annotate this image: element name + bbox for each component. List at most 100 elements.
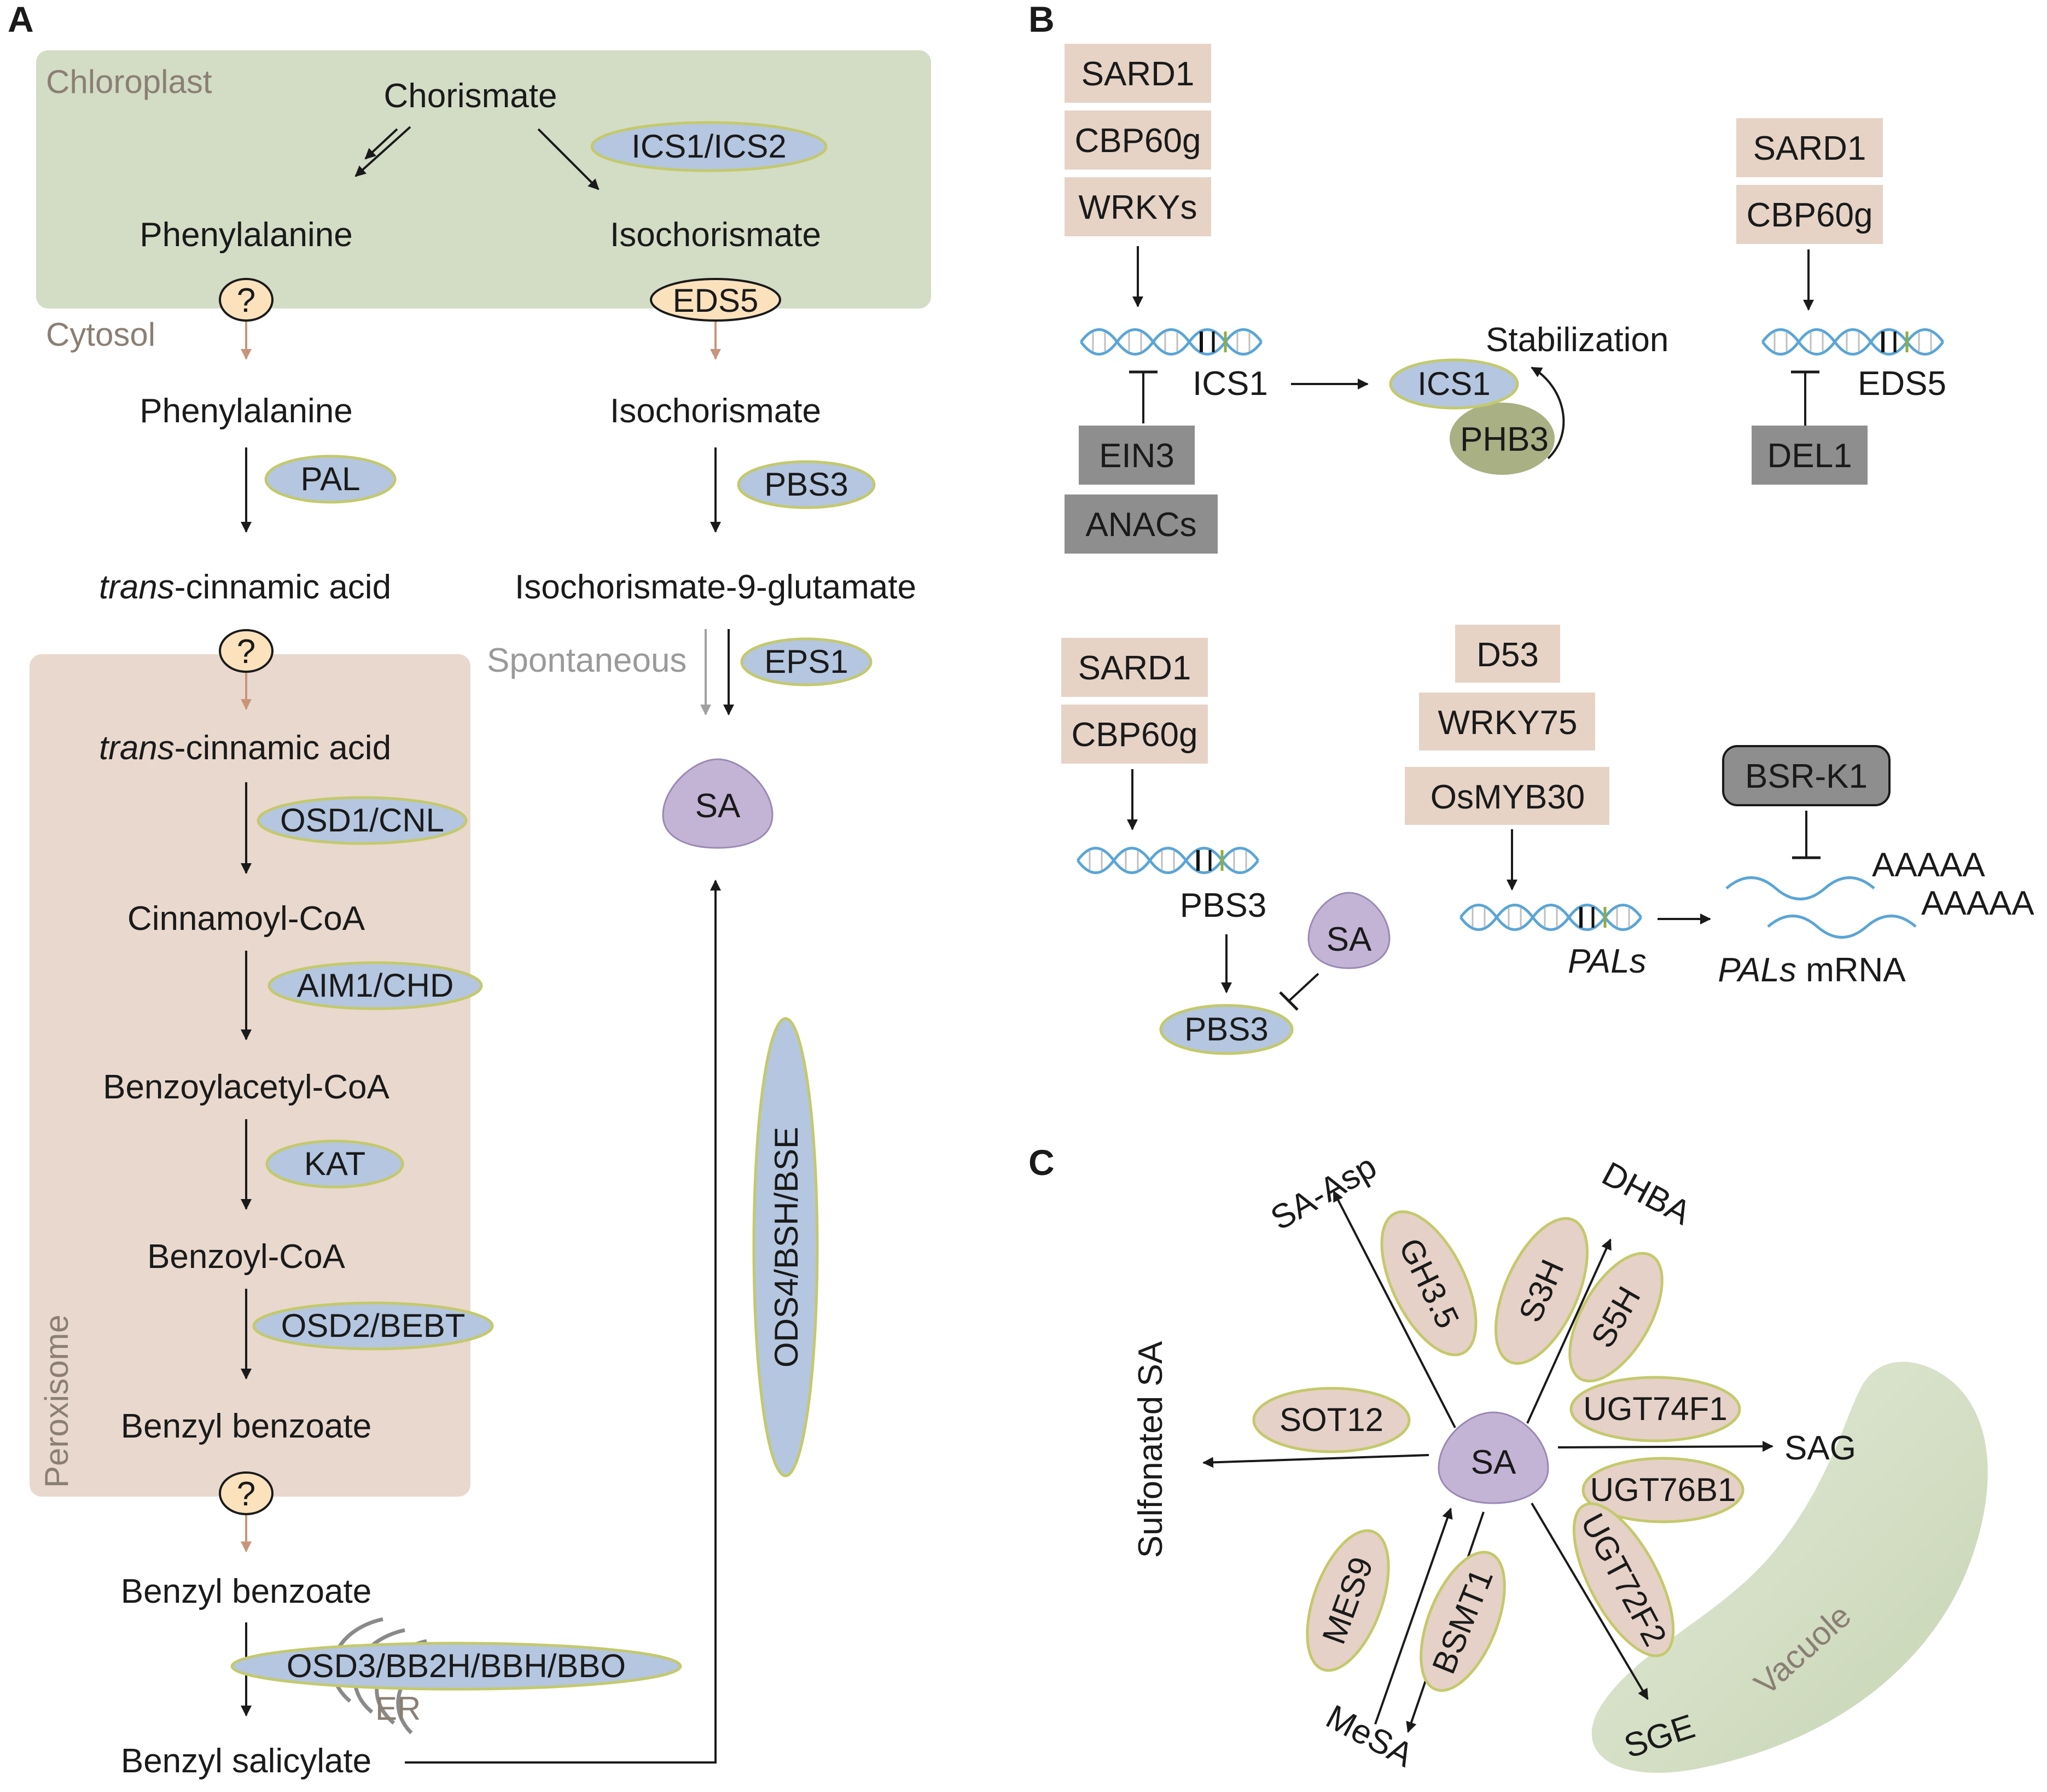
pal-mrna-1 [1725,876,1875,900]
ugt74f1-enzyme [1569,1376,1741,1442]
svg-text:?: ? [237,282,255,319]
arrow-sa-to-sulfonated [1202,1454,1429,1468]
svg-text:?: ? [237,633,255,671]
ics1-repressors: EIN3 ANACs [1065,426,1218,554]
pal-label: PAL [301,461,360,497]
sot12-enzyme [1252,1387,1411,1453]
ics1-activators: SARD1 CBP60g WRKYs [1065,44,1211,236]
ugt74f1-label: UGT74F1 [1583,1390,1727,1427]
osd1-cnl-enzyme [257,796,468,845]
phb3-label: PHB3 [1460,421,1549,458]
aim1-chd-label: AIM1/CHD [297,967,454,1004]
ics1-activator: CBP60g [1075,122,1201,160]
ics1-gene-dna [1081,330,1261,354]
ics1-activator: WRKYs [1079,189,1197,226]
kat-enzyme [265,1139,404,1189]
pal-gene-dna [1461,905,1641,930]
arrow-chorismate-iso [537,128,600,190]
ics1-gene-label: ICS1 [1193,365,1268,403]
mes9-enzyme [1306,1529,1390,1672]
eds5-activators: SARD1 CBP60g [1736,118,1883,244]
sa-molecule-c: SA [1438,1411,1549,1504]
gh35-enzyme [1380,1210,1478,1357]
ods4-bsh-bse-enzyme [752,1017,819,1477]
unknown-transporter-1: ? [219,278,274,322]
arrow-chorismate-phe-double [364,128,398,160]
svg-text:SA: SA [695,787,741,825]
pbs3-protein [1159,1004,1294,1055]
phenylalanine-cytosol: Phenylalanine [139,392,353,430]
pbs3-activator: SARD1 [1078,649,1191,687]
er-label: ER [375,1690,421,1727]
sot12-label: SOT12 [1280,1401,1383,1438]
bsr-k1-box [1722,745,1891,806]
chorismate: Chorismate [384,77,557,115]
mesa-product: MeSA [1320,1698,1420,1774]
benzyl-salicylate: Benzyl salicylate [121,1742,371,1780]
panel-label-b: B [1028,0,1055,39]
peroxisome-label: Peroxisome [38,1314,75,1488]
cytosol-label: Cytosol [46,316,155,353]
pal-activator: WRKY75 [1438,704,1578,742]
bsr-k1-label: BSR-K1 [1745,758,1868,795]
pal-enzyme [264,455,397,504]
pal-activator: D53 [1476,636,1539,674]
eds5-gene-label: EDS5 [1858,365,1946,403]
chloroplast-label: Chloroplast [46,63,212,100]
ugt76b1-label: UGT76B1 [1590,1471,1736,1508]
bsmt1-enzyme [1420,1551,1506,1692]
arrow-sa-to-sge [1531,1502,1649,1700]
panel-label-c: C [1028,1142,1055,1183]
arrow-sa-to-dhba [1526,1238,1612,1424]
dhba-product: DHBA [1596,1155,1697,1232]
phenylalanine-chloroplast: Phenylalanine [139,216,353,254]
isochorismate-9-glutamate: Isochorismate-9-glutamate [515,568,916,606]
pbs3-enzyme-a [737,460,876,509]
panel-label-a: A [8,0,34,39]
eds5-activator: CBP60g [1747,196,1873,234]
peroxisome-compartment [30,654,470,1497]
unknown-transporter-2: ? [219,629,274,673]
isochorismate-cytosol: Isochorismate [610,392,821,430]
trans-cinnamic-acid-peroxisome: trans-cinnamic acid [99,729,391,767]
phb3-protein [1450,403,1555,475]
isochorismate-chloroplast: Isochorismate [610,216,821,254]
ods4-bsh-bse-label: ODS4/BSH/BSE [768,1127,805,1368]
svg-text:SA: SA [1327,921,1372,958]
arrow-sa-to-sa-asp [1333,1190,1456,1428]
pbs3-activator: CBP60g [1072,716,1198,754]
pal-gene-label: PALs [1568,942,1647,980]
benzyl-benzoate-peroxisome: Benzyl benzoate [121,1407,371,1445]
aim1-chd-enzyme [267,961,483,1010]
pbs3-gene-dna [1078,848,1258,873]
benzoyl-coa: Benzoyl-CoA [147,1238,345,1276]
pbs3-activators: SARD1 CBP60g [1061,638,1208,764]
trans-cinnamic-acid-cytosol: trans-cinnamic acid [99,568,391,606]
ics1-ics2-label: ICS1/ICS2 [631,128,786,165]
arrow-stabilization [1531,366,1565,459]
pbs3-gene-label: PBS3 [1180,887,1267,924]
svg-text:?: ? [237,1475,255,1513]
svg-text:EDS5: EDS5 [673,282,759,319]
pal-mrna-2 [1767,915,1917,939]
ics1-ics2-enzyme [590,121,828,172]
ics1-repressor: ANACs [1085,506,1196,544]
ugt72f2-enzyme [1572,1502,1675,1657]
sulfonated-sa-product: Sulfonated SA [1132,1341,1170,1558]
unknown-transporter-3: ? [219,1471,274,1515]
osd2-bebt-label: OSD2/BEBT [281,1307,466,1344]
osd2-bebt-enzyme [252,1301,494,1351]
eps1-enzyme [740,637,873,686]
arrow-chorismate-phe [354,126,411,177]
vacuole [1591,1362,1988,1773]
benzoylacetyl-coa: Benzoylacetyl-CoA [103,1068,389,1106]
eps1-label: EPS1 [764,643,848,680]
polya-tail-1: AAAAA [1872,846,1985,884]
arrow-sa-to-sag [1557,1441,1773,1452]
cinnamoyl-coa: Cinnamoyl-CoA [127,900,365,938]
ics1-repressor: EIN3 [1099,437,1174,475]
ics1-protein [1389,358,1519,410]
pal-activators: D53 WRKY75 OsMYB30 [1405,625,1609,825]
ics1-activator: SARD1 [1081,55,1195,93]
